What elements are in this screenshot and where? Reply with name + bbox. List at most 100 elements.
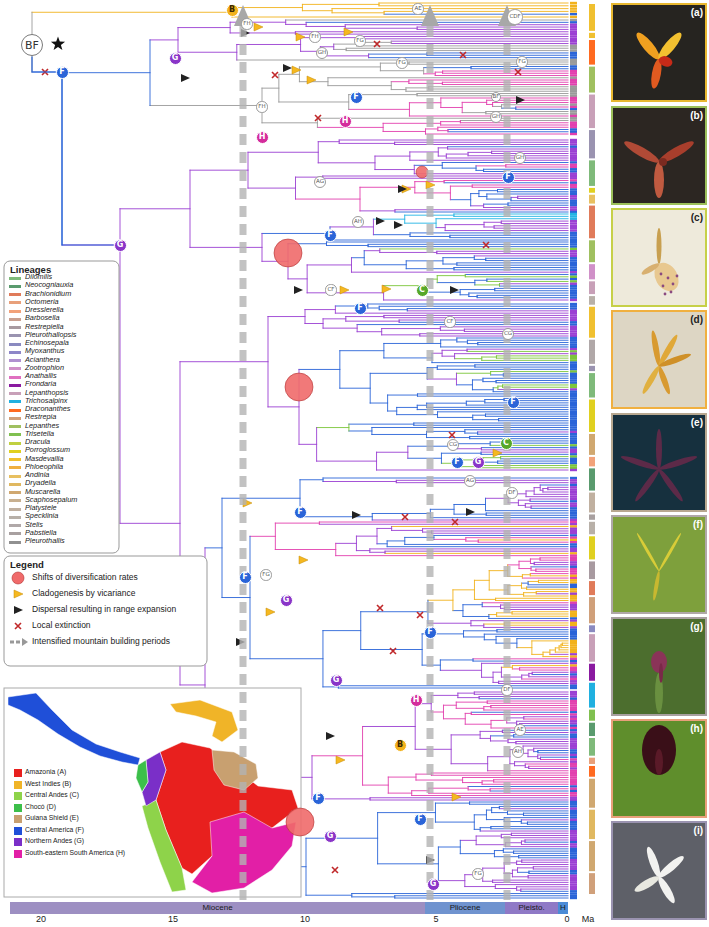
- tree-branch: [511, 200, 568, 201]
- tree-branch: [326, 242, 568, 243]
- area-node: FG: [472, 868, 483, 879]
- tree-branch: [323, 630, 361, 631]
- tree-branch: [507, 814, 523, 815]
- tree-branch: [427, 367, 437, 368]
- tree-branch: [279, 101, 349, 102]
- legend-swatch: [9, 293, 21, 296]
- tree-branch: [493, 106, 502, 107]
- area-code: BF: [25, 40, 39, 51]
- area-code: AH: [514, 749, 522, 755]
- area-tip-bar: [570, 148, 577, 150]
- area-node: DF: [501, 684, 512, 695]
- tree-branch: [499, 418, 568, 419]
- tree-branch: [305, 323, 323, 324]
- flower-petal: [633, 874, 661, 895]
- tree-branch: [494, 850, 503, 851]
- tree-branch: [474, 694, 568, 695]
- tree-branch: [517, 864, 568, 865]
- area-tip-bar: [570, 35, 577, 37]
- tree-branch: [429, 793, 568, 794]
- tree-branch: [391, 41, 568, 42]
- legend-text: Guiana Shield (E): [25, 814, 79, 821]
- area-tip-bar: [570, 874, 577, 876]
- area-tip-bar: [570, 850, 577, 852]
- area-tip-bar: [570, 644, 577, 646]
- legend-text: Scaphosepalum: [25, 496, 77, 504]
- area-tip-bar: [570, 635, 577, 637]
- tree-branch: [409, 102, 440, 103]
- tree-branch: [473, 419, 499, 420]
- legend-swatch: [9, 318, 21, 321]
- tree-branch: [466, 401, 485, 402]
- area-tip-bar: [570, 21, 577, 23]
- area-tip-bar: [570, 548, 577, 550]
- tree-branch: [405, 223, 436, 224]
- area-tip-bar: [570, 810, 577, 812]
- area-tip-bar: [570, 65, 577, 67]
- tree-branch: [483, 378, 568, 379]
- legend-swatch: [9, 458, 21, 461]
- legend-text: Dilomilis: [25, 273, 52, 281]
- area-tip-bar: [570, 711, 577, 713]
- epoch-name: Miocene: [202, 904, 232, 912]
- area-tip-bar: [570, 317, 577, 319]
- area-tip-bar: [570, 7, 577, 9]
- area-node: F: [502, 171, 515, 184]
- legend-text: Draconanthes: [25, 405, 70, 413]
- vicariance-triangle: [382, 285, 391, 293]
- photo-ground: [612, 822, 706, 919]
- tree-branch: [484, 627, 568, 628]
- tree-branch: [451, 763, 488, 764]
- tree-branch: [429, 788, 468, 789]
- area-tip-bar: [570, 395, 577, 397]
- tree-branch: [482, 663, 568, 664]
- area-tip-bar: [570, 359, 577, 361]
- area-tip-bar: [570, 534, 577, 536]
- tree-branch: [306, 838, 378, 839]
- area-tip-bar: [570, 115, 577, 117]
- lineage-bar: [589, 33, 595, 38]
- tree-branch: [529, 873, 568, 874]
- tree-branch: [454, 504, 485, 505]
- area-node: DF: [506, 487, 517, 498]
- tree-branch: [501, 458, 568, 459]
- area-node: B: [394, 739, 407, 752]
- tree-branch: [550, 650, 555, 651]
- tree-branch: [120, 523, 180, 524]
- area-tip-bar: [570, 177, 577, 179]
- tree-branch: [384, 317, 568, 318]
- vicariance-triangle: [426, 181, 435, 189]
- area-node: G: [324, 830, 337, 843]
- tree-branch: [467, 340, 568, 341]
- tree-branch: [487, 703, 568, 704]
- tree-branch: [395, 142, 568, 143]
- tree-branch: [438, 127, 568, 128]
- area-node: H: [256, 131, 269, 144]
- tree-branch: [377, 452, 408, 453]
- map-frame: [4, 688, 301, 897]
- tree-branch: [302, 10, 332, 11]
- tree-branch: [503, 852, 513, 853]
- tree-branch: [482, 780, 494, 781]
- area-tip-bar: [570, 164, 577, 166]
- tree-branch: [463, 616, 489, 617]
- legend-swatch: [14, 850, 22, 858]
- tree-branch: [527, 822, 568, 823]
- tree-branch: [502, 732, 568, 733]
- tree-branch: [514, 737, 568, 738]
- tree-branch: [492, 807, 500, 808]
- area-tip-bar: [570, 566, 577, 568]
- tree-branch: [517, 721, 568, 722]
- tree-branch: [492, 151, 568, 152]
- legend-text: Dracula: [25, 438, 50, 446]
- area-node: G: [114, 239, 127, 252]
- area-tip-bar: [570, 877, 577, 879]
- tree-branch: [534, 487, 540, 488]
- tree-branch: [470, 438, 568, 439]
- tree-branch: [474, 814, 486, 815]
- vicariance-triangle: [14, 590, 23, 598]
- tree-branch: [484, 171, 568, 172]
- tree-branch: [222, 498, 300, 499]
- mountain-arrow-head: [421, 5, 439, 26]
- tree-branch: [407, 310, 568, 311]
